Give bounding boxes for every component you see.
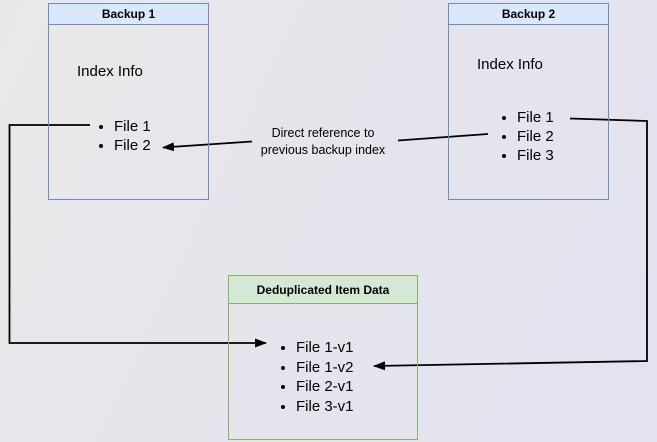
list-item: File 2 <box>517 127 554 146</box>
list-item: File 2 <box>114 136 151 155</box>
list-item: File 1 <box>114 117 151 136</box>
dedup-box: Deduplicated Item Data File 1-v1 File 1-… <box>228 275 418 440</box>
backup2-title: Backup 2 <box>449 4 608 25</box>
direct-reference-label-line2: previous backup index <box>260 142 386 157</box>
backup2-index-info-label: Index Info <box>477 56 543 73</box>
backup1-title-label: Backup 1 <box>101 7 156 21</box>
list-item: File 1-v2 <box>296 358 354 378</box>
direct-reference-label-line1: Direct reference to <box>271 126 375 140</box>
list-item: File 3 <box>517 146 554 165</box>
backup1-title: Backup 1 <box>49 4 208 25</box>
dedup-file-list: File 1-v1 File 1-v2 File 2-v1 File 3-v1 <box>229 338 354 416</box>
list-item: File 2-v1 <box>296 377 354 397</box>
backup2-title-label: Backup 2 <box>501 7 556 21</box>
list-item: File 1-v1 <box>296 338 354 358</box>
dedup-title: Deduplicated Item Data <box>229 276 417 304</box>
backup1-index-info-label: Index Info <box>77 63 143 80</box>
direct-reference-label: Direct reference to previous backup inde… <box>248 125 398 158</box>
list-item: File 3-v1 <box>296 397 354 417</box>
backup2-file-list: File 1 File 2 File 3 <box>449 108 554 165</box>
dedup-title-label: Deduplicated Item Data <box>256 282 390 297</box>
backup1-file-list: File 1 File 2 <box>49 117 151 155</box>
backup1-box: Backup 1 Index Info File 1 File 2 <box>48 3 209 200</box>
list-item: File 1 <box>517 108 554 127</box>
backup2-box: Backup 2 Index Info File 1 File 2 File 3 <box>448 3 609 200</box>
